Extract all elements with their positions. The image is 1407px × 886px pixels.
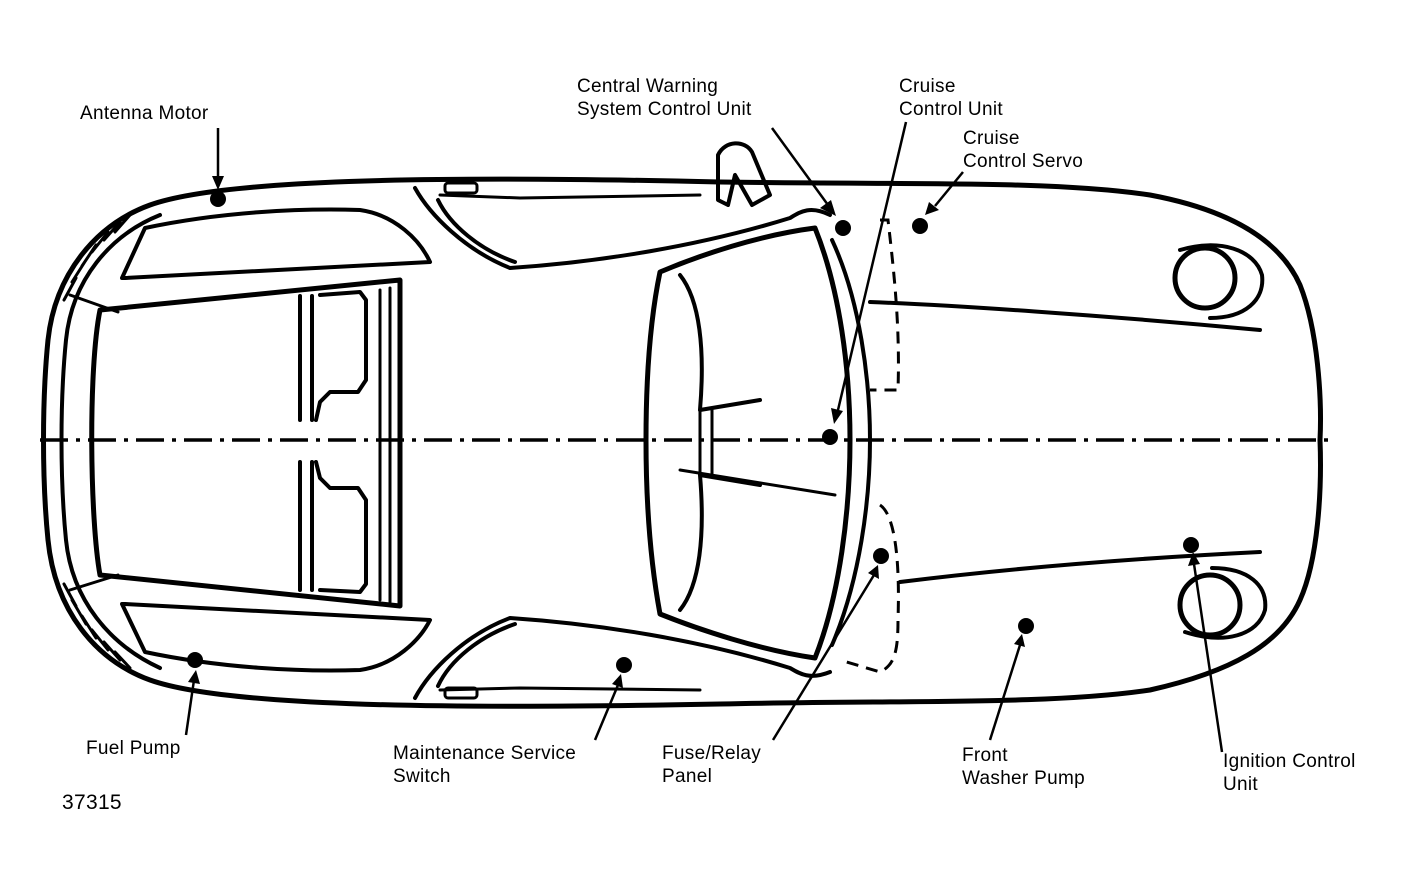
label-line: Cruise <box>963 128 1020 149</box>
label-line: System Control Unit <box>577 99 752 120</box>
headlight-upper <box>1172 243 1265 320</box>
hood-crease-lower <box>898 550 1262 584</box>
central-warning-dot <box>835 220 851 236</box>
label-line: Front <box>962 745 1008 766</box>
leader-fuse-relay <box>771 565 879 741</box>
label-line: Cruise <box>899 76 956 97</box>
ignition-control-dot <box>1183 537 1199 553</box>
label-ignition-control-unit: Ignition Control Unit <box>1223 750 1356 796</box>
label-line: Washer Pump <box>962 768 1085 789</box>
leader-fuel-pump <box>184 670 200 736</box>
label-line: Control Unit <box>899 99 1003 120</box>
leader-washer-pump <box>988 634 1025 741</box>
fuel-pump-dot <box>187 652 203 668</box>
car-body-outline <box>41 176 1323 709</box>
label-line: Control Servo <box>963 151 1084 172</box>
leader-cruise-control-unit <box>831 121 908 424</box>
windshield-outline <box>643 225 853 661</box>
leader-maintenance-switch <box>593 674 623 741</box>
label-line: Antenna Motor <box>80 103 209 124</box>
label-antenna-motor: Antenna Motor <box>80 102 209 125</box>
label-cruise-control-unit: Cruise Control Unit <box>899 75 1003 121</box>
leader-ignition-control <box>1188 552 1224 753</box>
label-line: Fuel Pump <box>86 738 181 759</box>
cruise-control-unit-dot <box>822 429 838 445</box>
label-maintenance-switch: Maintenance Service Switch <box>393 742 576 788</box>
label-line: Maintenance Service <box>393 743 577 764</box>
rear-quarter-window-upper <box>120 207 432 280</box>
maintenance-switch-dot <box>616 657 632 673</box>
label-fuse-relay-panel: Fuse/Relay Panel <box>662 742 761 788</box>
washer-pump-dot <box>1018 618 1034 634</box>
engine-compartment-dashed-lower <box>839 503 900 674</box>
label-front-washer-pump: Front Washer Pump <box>962 744 1085 790</box>
leader-central-warning <box>770 127 836 216</box>
door-lower <box>413 616 832 700</box>
engine-compartment-dashed-upper <box>870 218 900 392</box>
rear-quarter-window-lower <box>120 602 432 673</box>
label-line: Panel <box>662 766 713 787</box>
label-line: Switch <box>393 766 451 787</box>
label-line: Central Warning <box>577 76 719 97</box>
label-cruise-control-servo: Cruise Control Servo <box>963 127 1083 173</box>
leader-antenna-motor <box>212 128 224 190</box>
label-central-warning: Central Warning System Control Unit <box>577 75 752 121</box>
headlight-lower <box>1177 566 1268 640</box>
rear-vent-slats <box>62 213 132 670</box>
roof-panel-detail <box>298 286 392 604</box>
roof-outline <box>89 277 403 609</box>
label-line: Fuse/Relay <box>662 743 762 764</box>
leader-cruise-control-servo <box>925 171 964 215</box>
label-fuel-pump: Fuel Pump <box>86 737 181 760</box>
side-mirror <box>716 141 772 207</box>
hood-crease-upper <box>868 300 1262 332</box>
door-upper <box>413 186 832 270</box>
cruise-control-servo-dot <box>912 218 928 234</box>
label-line: Unit <box>1223 774 1258 795</box>
antenna-motor-dot <box>210 191 226 207</box>
label-line: Ignition Control <box>1223 751 1356 772</box>
fuse-relay-dot <box>873 548 889 564</box>
figure-number: 37315 <box>62 791 122 814</box>
